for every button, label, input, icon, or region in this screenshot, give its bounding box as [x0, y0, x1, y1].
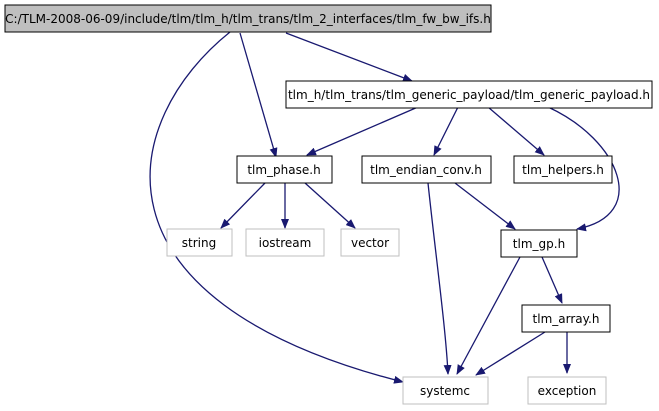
- node-tlm-fw-bw-ifs[interactable]: C:/TLM-2008-06-09/include/tlm/tlm_h/tlm_…: [4, 4, 492, 33]
- nodes-layer: C:/TLM-2008-06-09/include/tlm/tlm_h/tlm_…: [4, 4, 653, 405]
- edge-phase-to-string: [220, 182, 266, 229]
- node-tlm-array[interactable]: tlm_array.h: [521, 304, 611, 333]
- node-vector[interactable]: vector: [340, 228, 400, 257]
- node-label: tlm_helpers.h: [522, 163, 604, 177]
- edge-generic-payload-to-gp: [547, 106, 620, 232]
- node-tlm-phase[interactable]: tlm_phase.h: [236, 155, 333, 184]
- node-label: tlm_array.h: [533, 312, 600, 326]
- node-exception[interactable]: exception: [527, 376, 607, 405]
- node-label: C:/TLM-2008-06-09/include/tlm/tlm_h/tlm_…: [5, 12, 491, 26]
- edge-endian-conv-to-gp: [454, 182, 516, 230]
- edge-endian-conv-to-systemc: [427, 182, 452, 375]
- node-systemc[interactable]: systemc: [402, 376, 489, 405]
- edge-fw-bw-ifs-to-phase: [239, 32, 278, 158]
- node-label: iostream: [259, 236, 312, 250]
- edge-gp-to-systemc: [456, 256, 521, 375]
- node-tlm-gp[interactable]: tlm_gp.h: [500, 229, 578, 258]
- node-label: tlm_h/tlm_trans/tlm_generic_payload/tlm_…: [288, 88, 650, 102]
- node-label: exception: [538, 384, 597, 398]
- edge-fw-bw-ifs-to-generic-payload: [285, 32, 413, 82]
- node-label: systemc: [420, 384, 470, 398]
- node-label: tlm_phase.h: [247, 163, 320, 177]
- edge-phase-to-vector: [304, 182, 356, 229]
- node-label: tlm_endian_conv.h: [370, 163, 482, 177]
- node-iostream[interactable]: iostream: [245, 228, 325, 257]
- node-tlm-generic-payload[interactable]: tlm_h/tlm_trans/tlm_generic_payload/tlm_…: [285, 80, 653, 109]
- node-string[interactable]: string: [166, 228, 233, 257]
- node-tlm-endian-conv[interactable]: tlm_endian_conv.h: [361, 155, 492, 184]
- node-label: vector: [351, 236, 389, 250]
- edges-layer: [149, 31, 620, 384]
- edge-fw-bw-ifs-to-systemc: [149, 31, 404, 384]
- node-tlm-helpers[interactable]: tlm_helpers.h: [513, 155, 613, 184]
- edge-generic-payload-to-helpers: [487, 106, 545, 156]
- edge-generic-payload-to-endian-conv: [433, 106, 459, 156]
- edge-array-to-systemc: [475, 331, 546, 376]
- node-label: tlm_gp.h: [513, 237, 565, 251]
- node-label: string: [182, 236, 216, 250]
- edge-gp-to-array: [541, 256, 563, 304]
- edge-generic-payload-to-phase: [306, 106, 419, 156]
